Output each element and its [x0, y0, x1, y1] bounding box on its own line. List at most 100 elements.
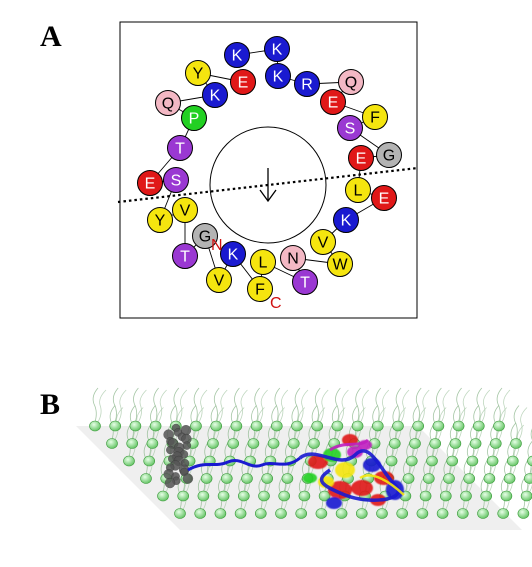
lipid-tail: [173, 387, 180, 423]
lipid-tail: [291, 405, 298, 440]
residue-letter: K: [232, 48, 243, 65]
lipid-tail: [126, 422, 133, 458]
lipid-tail: [259, 389, 268, 423]
residue-letter: K: [228, 247, 239, 264]
residue-circle: [264, 36, 290, 62]
residue-letter: V: [214, 273, 225, 290]
helix-segment: [308, 455, 328, 469]
lipid-tail: [372, 405, 378, 440]
lipid-headgroup: [426, 455, 438, 467]
lipid-headgroup: [355, 508, 368, 519]
lipid-tail: [415, 387, 422, 423]
lipid-tail: [92, 387, 99, 423]
residue-letter: F: [370, 110, 380, 127]
membrane-peptide: [163, 423, 405, 509]
lipid-tail: [133, 387, 139, 423]
lipid-headgroup: [146, 438, 159, 449]
residue-letter: W: [332, 257, 348, 274]
lipid-tail: [380, 389, 390, 423]
lipid-tail: [201, 457, 207, 493]
lipid-tail: [230, 405, 237, 440]
lipid-tail: [285, 440, 291, 475]
residue-letter: G: [383, 148, 395, 165]
lipid-headgroup: [295, 508, 308, 519]
lipid-headgroup: [517, 508, 530, 519]
lipid-headgroup: [335, 508, 348, 519]
lipid-headgroup: [419, 490, 432, 502]
residue-v: V: [310, 229, 336, 255]
residue-circle: [250, 249, 276, 275]
helix-segment: [335, 462, 355, 478]
lipid-headgroup: [480, 490, 493, 502]
lipid-tail: [234, 387, 240, 423]
residue-f: F: [362, 104, 388, 130]
lipid-headgroup: [527, 455, 532, 467]
lipid-headgroup: [477, 508, 489, 519]
lipid-headgroup: [129, 420, 142, 432]
lipid-tail: [480, 475, 487, 510]
lipid-headgroup: [106, 438, 118, 449]
lipid-tail: [218, 475, 224, 510]
lipid-tail: [319, 389, 329, 423]
lipid-tail: [117, 389, 127, 423]
lipid-tail: [218, 389, 228, 423]
lipid-tail: [524, 457, 530, 493]
lipid-headgroup: [221, 473, 233, 484]
residue-letter: E: [238, 75, 249, 92]
lipid-headgroup: [241, 473, 253, 484]
residue-letter: T: [300, 275, 310, 292]
lipid-headgroup: [140, 473, 152, 484]
residue-k: K: [265, 63, 291, 89]
lipid-headgroup: [214, 508, 227, 519]
lipid-headgroup: [500, 490, 513, 502]
residue-w: W: [327, 251, 353, 277]
lipid-tail: [112, 387, 119, 423]
lipid-tail: [461, 389, 470, 423]
lipid-headgroup: [200, 473, 213, 484]
lipid-tail: [279, 389, 289, 423]
lipid-headgroup: [449, 438, 462, 449]
lipid-headgroup: [270, 420, 283, 432]
lipid-headgroup: [443, 473, 455, 484]
residue-k: K: [202, 82, 228, 108]
lipid-headgroup: [190, 420, 202, 432]
lipid-tail: [406, 440, 412, 475]
helix-segment: [351, 480, 373, 496]
residue-circle: [202, 82, 228, 108]
lipid-tail: [178, 389, 188, 423]
lipid-tail: [369, 422, 375, 458]
lipid-tail: [432, 405, 439, 440]
lipid-tail: [476, 387, 483, 423]
lipid-headgroup: [402, 473, 415, 484]
helix-ribbon: [359, 474, 405, 496]
residue-letter: Q: [345, 75, 357, 92]
residue-letter: T: [175, 141, 185, 158]
residue-circle: [310, 229, 336, 255]
lipid-headgroup: [416, 508, 429, 519]
lipid-headgroup: [452, 420, 465, 432]
n-terminus-label: N: [211, 237, 223, 254]
anchor-atom: [182, 473, 194, 484]
residue-q: Q: [155, 90, 181, 116]
lipid-headgroup: [405, 455, 418, 467]
lipid-headgroup: [149, 420, 162, 432]
residue-circle: [265, 63, 291, 89]
lipid-tail: [109, 405, 116, 440]
lipid-headgroup: [315, 508, 328, 519]
lipid-headgroup: [392, 420, 404, 432]
lipid-tail: [331, 405, 338, 440]
residue-v: V: [172, 197, 198, 223]
residue-letter: Y: [193, 66, 204, 83]
lipid-headgroup: [126, 438, 138, 449]
residue-circle: [292, 269, 318, 295]
lipid-tail: [207, 422, 214, 458]
lipid-headgroup: [439, 490, 452, 502]
residue-circle: [280, 245, 306, 271]
lipid-headgroup: [311, 420, 324, 432]
lipid-headgroup: [275, 508, 287, 519]
lipid-tail: [420, 475, 426, 510]
residue-letter: Q: [162, 96, 174, 113]
residue-k: K: [220, 241, 246, 267]
lipid-tail: [288, 422, 294, 458]
